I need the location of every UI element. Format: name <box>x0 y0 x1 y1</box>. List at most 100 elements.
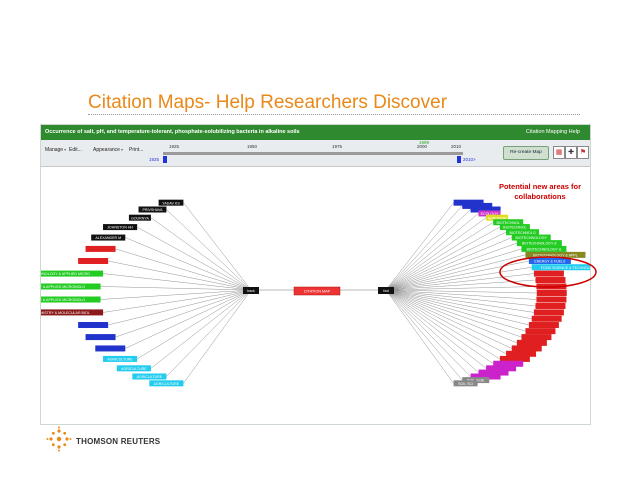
map-node[interactable] <box>453 380 478 387</box>
edit-menu[interactable]: Edit... <box>69 147 82 153</box>
map-node[interactable] <box>516 339 547 346</box>
print-button[interactable]: Print... <box>129 147 144 153</box>
map-node[interactable] <box>91 234 126 241</box>
map-node-label: BIOTECHNOLO <box>509 231 535 235</box>
map-node[interactable] <box>462 377 490 384</box>
map-node[interactable] <box>536 290 567 296</box>
map-node[interactable] <box>116 365 151 372</box>
map-node[interactable] <box>128 214 151 221</box>
fwd-hub-node[interactable] <box>378 287 394 294</box>
map-edge <box>385 289 537 300</box>
back-hub-label: back <box>247 289 255 293</box>
map-node[interactable] <box>132 373 167 380</box>
map-node[interactable] <box>103 224 138 231</box>
node-style-icon[interactable]: ✚ <box>565 146 577 159</box>
map-node-label: BIOTECHNOLOGY & APPLIED MICROBIOLO <box>41 285 85 289</box>
map-node[interactable] <box>531 315 562 322</box>
map-node[interactable] <box>525 251 586 258</box>
map-edge <box>385 289 512 349</box>
map-node[interactable] <box>85 245 116 252</box>
map-node[interactable] <box>158 199 184 206</box>
map-node-label: BIOTECHNOLOGY & APPLIED MICRO <box>41 272 90 276</box>
timeline-end-handle[interactable] <box>457 156 461 163</box>
map-node[interactable] <box>535 277 566 284</box>
map-node[interactable] <box>470 206 501 213</box>
map-node[interactable] <box>453 199 484 206</box>
map-node[interactable] <box>511 345 542 352</box>
map-edge <box>385 289 534 313</box>
flag-icon[interactable]: ⚑ <box>577 146 589 159</box>
map-view-icon[interactable]: ▦ <box>553 146 565 159</box>
map-node-label: BIOCHEMISTRY & MOLECULAR BIOL <box>41 311 90 315</box>
map-edge <box>108 260 252 291</box>
map-edge <box>385 289 454 384</box>
map-node-label: BIOTECHNOLOGY & <box>527 248 562 252</box>
map-node[interactable] <box>521 245 567 252</box>
map-node[interactable] <box>103 355 138 362</box>
map-node[interactable] <box>41 309 104 316</box>
map-node[interactable] <box>470 373 501 380</box>
slide-title: Citation Maps- Help Researchers Discover <box>88 92 448 113</box>
map-node[interactable] <box>506 350 537 357</box>
map-edge <box>115 289 252 338</box>
map-node[interactable] <box>531 264 590 271</box>
appearance-menu[interactable]: Appearance▾ <box>93 147 123 153</box>
map-edge <box>385 289 532 319</box>
map-node-label: AGRICULTURE <box>154 382 180 386</box>
timeline-tick-2010: 2010 <box>451 144 462 149</box>
map-edge <box>137 289 252 360</box>
annotation-line-1: Potential new areas for <box>498 182 582 191</box>
map-node[interactable] <box>138 206 167 213</box>
map-edge <box>385 289 471 377</box>
map-edge <box>100 289 252 300</box>
map-node[interactable] <box>506 229 540 236</box>
map-node[interactable] <box>533 309 564 316</box>
map-node[interactable] <box>478 210 501 217</box>
map-node[interactable] <box>493 219 524 226</box>
map-node[interactable] <box>478 369 509 376</box>
map-node[interactable] <box>499 355 530 362</box>
timeline-tick-1925: 1925 <box>169 144 180 149</box>
seed-paper-node[interactable] <box>293 286 341 296</box>
map-node-label: JOHNSTON HH <box>107 226 133 230</box>
map-node[interactable] <box>533 270 564 277</box>
map-node[interactable] <box>78 257 109 264</box>
map-edge <box>385 289 479 373</box>
help-link[interactable]: Citation Mapping Help <box>525 129 580 135</box>
back-hub-node[interactable] <box>243 287 259 294</box>
map-node[interactable] <box>511 234 551 241</box>
map-node[interactable] <box>41 296 101 303</box>
map-node[interactable] <box>528 322 559 329</box>
recreate-map-button[interactable]: Re-create Map <box>503 146 549 160</box>
map-edge <box>137 226 252 291</box>
map-node[interactable] <box>95 345 126 352</box>
map-node[interactable] <box>41 283 101 290</box>
map-node[interactable] <box>78 322 109 329</box>
map-edge <box>108 289 252 326</box>
map-node[interactable] <box>486 214 509 221</box>
manage-menu[interactable]: Manage▾ <box>45 147 67 153</box>
map-node[interactable] <box>499 224 530 231</box>
map-edge <box>385 254 526 291</box>
map-node[interactable] <box>521 334 552 341</box>
map-node[interactable] <box>486 365 517 372</box>
timeline-start-label: 1925 <box>149 157 160 162</box>
map-node-label: BIOTECHNOLOGY & <box>522 242 557 246</box>
timeline-track[interactable] <box>163 152 463 155</box>
map-node[interactable] <box>528 257 571 264</box>
map-node[interactable] <box>493 360 524 367</box>
map-node[interactable] <box>41 270 104 277</box>
map-title: Occurrence of salt, pH, and temperature-… <box>45 129 300 135</box>
timeline-start-handle[interactable] <box>163 156 167 163</box>
map-node[interactable] <box>535 302 566 309</box>
map-node[interactable] <box>516 240 562 247</box>
timeline-marker: 1999 <box>419 140 430 145</box>
map-node-label: BIOTECHNOLOGY <box>516 236 548 240</box>
map-node[interactable] <box>525 328 556 335</box>
map-node[interactable] <box>149 380 184 387</box>
map-node[interactable] <box>462 202 493 209</box>
map-node[interactable] <box>536 296 567 303</box>
map-edge <box>115 248 252 291</box>
map-node[interactable] <box>85 334 116 341</box>
